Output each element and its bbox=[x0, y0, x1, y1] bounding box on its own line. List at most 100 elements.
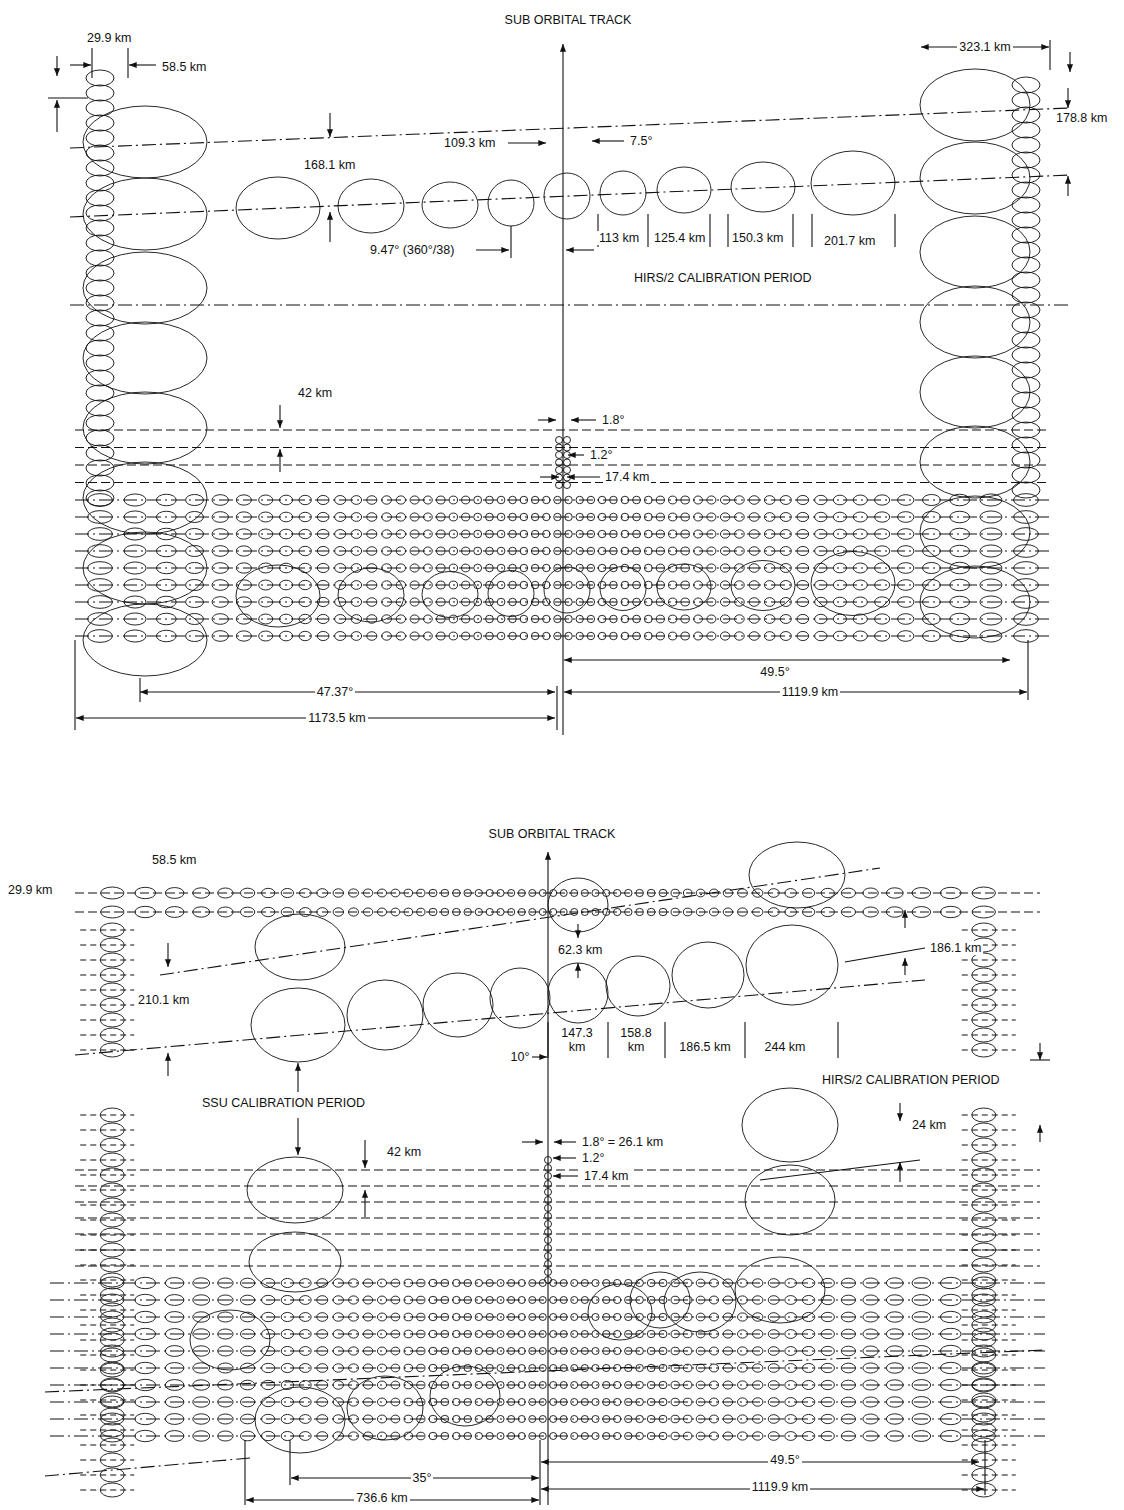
footprint-ellipse bbox=[486, 1364, 493, 1371]
scan-line bbox=[50, 1282, 1045, 1283]
footprint-ellipse bbox=[317, 529, 329, 538]
footprint-ellipse bbox=[1014, 562, 1039, 575]
footprint-ellipse bbox=[565, 581, 572, 588]
footprint-ellipse bbox=[598, 564, 606, 571]
footprint-ellipse bbox=[520, 632, 528, 639]
footprint-ellipse bbox=[186, 613, 204, 624]
footprint-ellipse bbox=[518, 1347, 525, 1354]
footprint-ellipse bbox=[950, 545, 970, 557]
footprint-ellipse bbox=[785, 1330, 797, 1339]
footprint-ellipse bbox=[529, 1399, 536, 1406]
footprint-ellipse bbox=[531, 615, 538, 622]
footprint-ellipse bbox=[768, 1398, 779, 1407]
footprint-ellipse bbox=[391, 1279, 400, 1287]
footprint-ellipse bbox=[853, 546, 867, 556]
footprint-ellipse bbox=[333, 1364, 343, 1372]
footprint-ellipse bbox=[898, 597, 914, 608]
footprint-ellipse bbox=[333, 1330, 343, 1338]
scan-line bbox=[50, 1367, 1045, 1368]
footprint-ellipse bbox=[101, 1430, 124, 1442]
footprint-ellipse bbox=[404, 1398, 412, 1406]
footprint-ellipse bbox=[449, 615, 457, 623]
footprint-ellipse bbox=[531, 513, 538, 520]
footprint-ellipse bbox=[592, 1415, 599, 1422]
footprint-ellipse bbox=[565, 547, 572, 554]
footprint-ellipse bbox=[349, 1398, 359, 1406]
footprint-ellipse bbox=[587, 530, 594, 537]
footprint-ellipse bbox=[940, 1328, 961, 1339]
footprint-ellipse bbox=[135, 1294, 156, 1305]
footprint-ellipse bbox=[88, 579, 113, 592]
footprint-ellipse bbox=[508, 1279, 515, 1286]
footprint-ellipse bbox=[644, 615, 652, 623]
footprint-ellipse bbox=[520, 564, 528, 571]
footprint-ellipse bbox=[556, 459, 563, 466]
footprint-ellipse bbox=[576, 496, 583, 503]
footprint-ellipse bbox=[723, 1330, 732, 1338]
footprint-ellipse bbox=[1014, 528, 1039, 541]
footprint-ellipse bbox=[863, 1397, 878, 1407]
leader-arrow bbox=[899, 1162, 900, 1182]
leader-arrow bbox=[566, 249, 594, 250]
footprint-ellipse bbox=[453, 1279, 461, 1286]
footprint-ellipse bbox=[508, 1364, 515, 1371]
footprint-ellipse bbox=[396, 564, 405, 572]
footprint-ellipse bbox=[668, 530, 676, 538]
footprint-ellipse bbox=[972, 1430, 995, 1442]
footprint-ellipse bbox=[156, 511, 176, 523]
footprint-ellipse bbox=[707, 547, 716, 555]
footprint-ellipse bbox=[391, 1347, 400, 1355]
footprint-ellipse bbox=[520, 581, 528, 588]
footprint-ellipse bbox=[545, 1213, 552, 1220]
footprint-ellipse bbox=[317, 1330, 328, 1339]
footprint-ellipse bbox=[186, 562, 204, 573]
footprint-ellipse bbox=[135, 1379, 156, 1390]
footprint-ellipse bbox=[186, 630, 204, 641]
footprint-ellipse bbox=[509, 581, 517, 588]
footprint-ellipse bbox=[950, 579, 970, 591]
footprint-ellipse bbox=[625, 1398, 632, 1405]
footprint-ellipse bbox=[780, 513, 791, 522]
footprint-ellipse bbox=[156, 579, 176, 591]
footprint-ellipse bbox=[780, 547, 791, 556]
footprint-ellipse bbox=[659, 1330, 667, 1337]
footprint-ellipse bbox=[539, 1382, 546, 1389]
footprint-ellipse bbox=[797, 614, 809, 623]
footprint-ellipse bbox=[475, 1313, 482, 1320]
footprint-ellipse bbox=[821, 1431, 834, 1440]
footprint-ellipse bbox=[785, 1313, 797, 1322]
footprint-ellipse bbox=[86, 130, 114, 146]
footprint-ellipse bbox=[821, 1414, 834, 1423]
footprint-ellipse bbox=[475, 1381, 482, 1388]
footprint-ellipse bbox=[644, 530, 652, 538]
footprint-ellipse bbox=[598, 513, 606, 520]
footprint-ellipse bbox=[815, 512, 827, 521]
footprint-ellipse bbox=[101, 1328, 124, 1340]
dimension-label: 168.1 km bbox=[302, 158, 357, 172]
leader-arrow bbox=[297, 1063, 298, 1092]
footprint-ellipse bbox=[453, 1381, 461, 1388]
footprint-ellipse bbox=[1012, 437, 1040, 453]
footprint-ellipse bbox=[333, 1313, 343, 1321]
footprint-ellipse bbox=[738, 1347, 748, 1355]
footprint-ellipse bbox=[940, 1396, 961, 1407]
footprint-ellipse bbox=[529, 1297, 536, 1304]
footprint-ellipse bbox=[614, 1347, 621, 1354]
footprint-ellipse bbox=[441, 1432, 449, 1439]
footprint-ellipse bbox=[797, 563, 809, 572]
footprint-ellipse bbox=[745, 1165, 835, 1235]
leader-arrow bbox=[904, 958, 905, 975]
scan-line bbox=[50, 1435, 1045, 1436]
footprint-ellipse bbox=[349, 1415, 359, 1423]
scan-line bbox=[50, 1350, 1045, 1351]
footprint-ellipse bbox=[518, 1330, 525, 1337]
footprint-ellipse bbox=[437, 632, 445, 640]
footprint-ellipse bbox=[980, 562, 1002, 574]
footprint-ellipse bbox=[101, 1413, 124, 1425]
footprint-ellipse bbox=[571, 1415, 578, 1422]
footprint-ellipse bbox=[636, 1296, 644, 1303]
footprint-ellipse bbox=[709, 1364, 718, 1372]
leader-arrow bbox=[577, 924, 578, 938]
footprint-ellipse bbox=[841, 1363, 855, 1373]
footprint-ellipse bbox=[280, 614, 293, 624]
